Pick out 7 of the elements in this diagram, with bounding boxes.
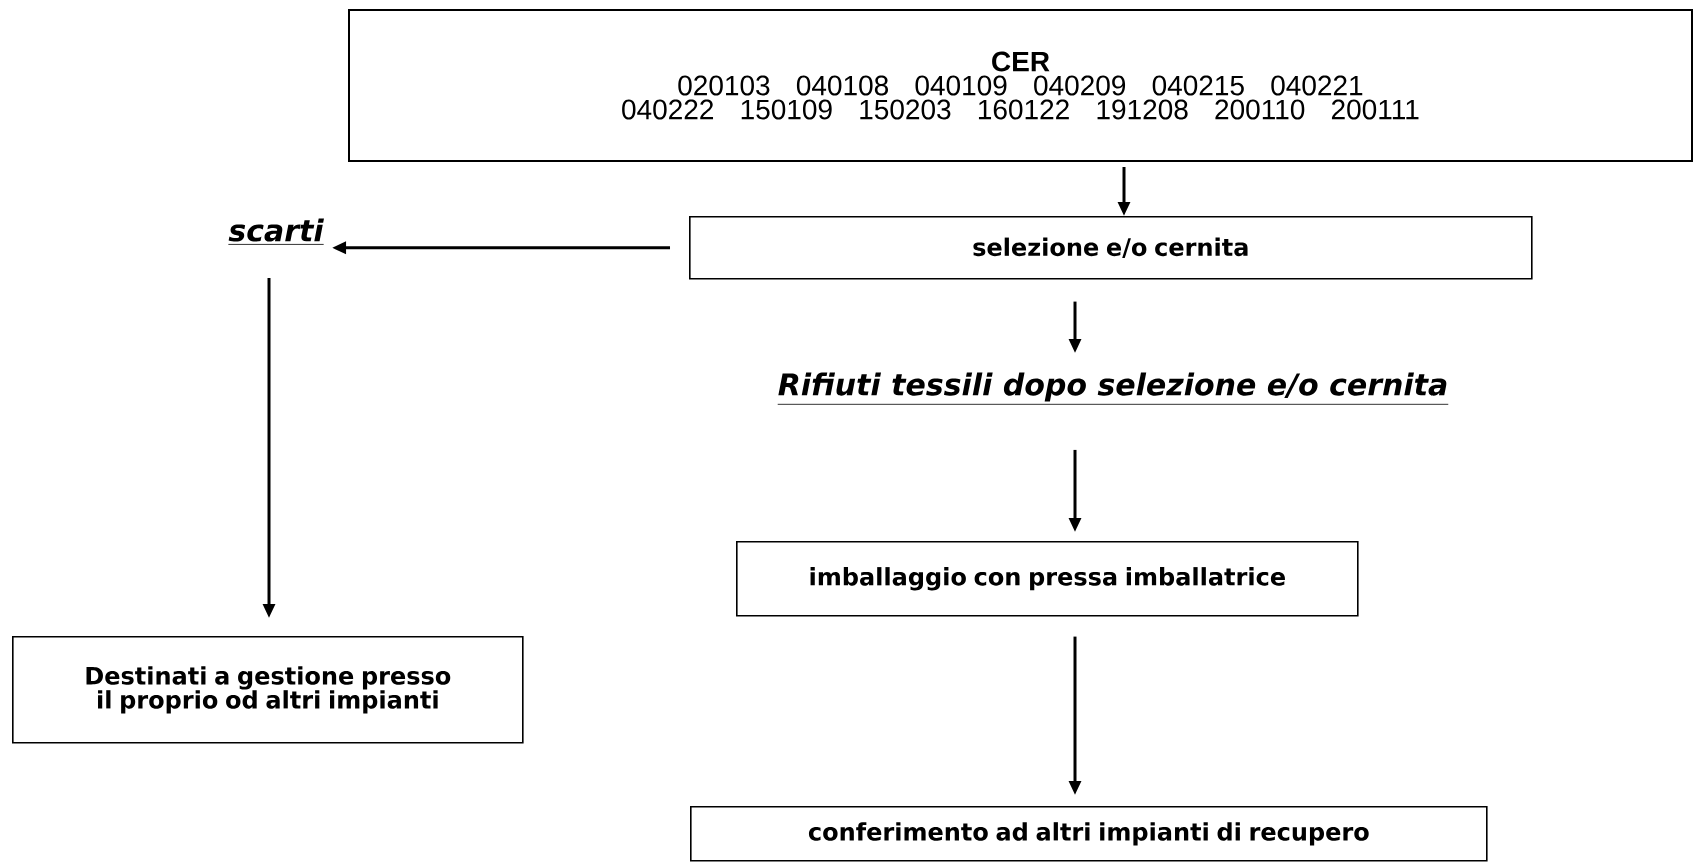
process-box: Destinati a gestione presso il proprio od altri impianti xyxy=(12,636,524,744)
code-list-box: CER 020103 040108 040109 040209 040215 040221 040222 150109 150203 160122 191208 200110 200111 xyxy=(348,9,1693,162)
process-box: selezione e/o cernita xyxy=(689,216,1533,280)
flow-label: Rifiuti tessili dopo selezione e/o cernita xyxy=(777,372,1449,405)
process-box: conferimento ad altri impianti di recupero xyxy=(690,806,1488,862)
flow-label: scarti xyxy=(227,218,325,245)
process-box: imballaggio con pressa imballatrice xyxy=(736,541,1359,617)
